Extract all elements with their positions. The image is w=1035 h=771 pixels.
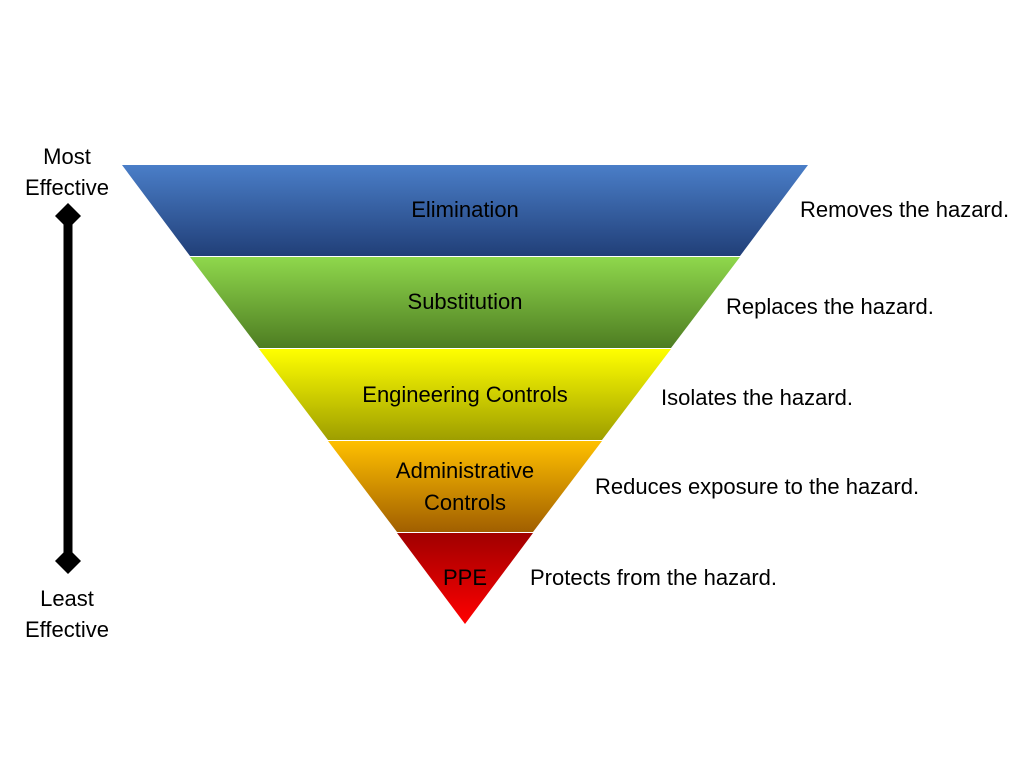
tier-elimination bbox=[122, 165, 808, 256]
tier-substitution bbox=[190, 257, 740, 348]
description-ppe: Protects from the hazard. bbox=[530, 565, 777, 590]
description-substitution: Replaces the hazard. bbox=[726, 294, 934, 319]
description-engineering-controls: Isolates the hazard. bbox=[661, 385, 853, 410]
tier-label-engineering-controls: Engineering Controls bbox=[362, 382, 567, 407]
description-administrative-controls: Reduces exposure to the hazard. bbox=[595, 474, 919, 499]
tier-label-administrative-line2: Controls bbox=[424, 490, 506, 515]
tier-labels: Elimination Substitution Engineering Con… bbox=[362, 197, 567, 590]
description-elimination: Removes the hazard. bbox=[800, 197, 1009, 222]
tier-engineering-controls bbox=[259, 349, 671, 440]
most-effective-label-line1: Most bbox=[43, 144, 91, 169]
least-effective-label-line2: Effective bbox=[25, 617, 109, 642]
least-effective-label-line1: Least bbox=[40, 586, 94, 611]
tier-label-substitution: Substitution bbox=[408, 289, 523, 314]
most-effective-label-line2: Effective bbox=[25, 175, 109, 200]
tier-descriptions: Removes the hazard. Replaces the hazard.… bbox=[530, 197, 1009, 590]
tier-administrative-controls bbox=[328, 441, 602, 532]
effectiveness-scale: Most Effective Least Effective bbox=[25, 144, 109, 642]
bottom-diamond-marker bbox=[55, 548, 81, 574]
inverted-pyramid bbox=[122, 165, 808, 624]
tier-label-ppe: PPE bbox=[443, 565, 487, 590]
tier-label-elimination: Elimination bbox=[411, 197, 519, 222]
tier-ppe bbox=[397, 533, 533, 624]
tier-label-administrative-line1: Administrative bbox=[396, 458, 534, 483]
top-diamond-marker bbox=[55, 203, 81, 229]
